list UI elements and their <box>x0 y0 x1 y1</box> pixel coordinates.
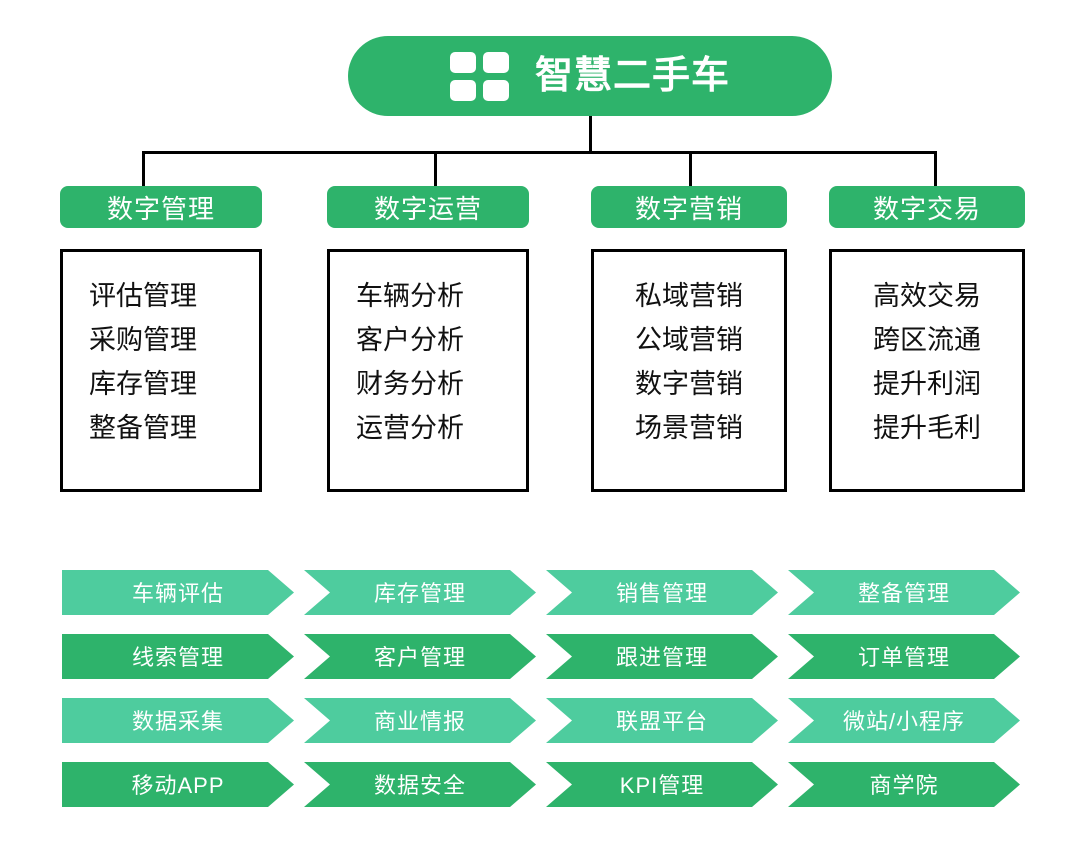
diagram-title-text: 智慧二手车 <box>534 55 730 97</box>
flow-step[interactable]: 线索管理 <box>62 634 294 679</box>
grid-square-top-right <box>482 51 509 73</box>
branch-item[interactable]: 私域营销 <box>635 281 743 311</box>
flow-step[interactable]: 数据安全 <box>304 762 536 807</box>
branch-header-1[interactable]: 数字管理 <box>60 186 262 228</box>
connector-drop-1 <box>142 151 145 188</box>
flow-step-label: 整备管理 <box>857 580 950 606</box>
branch-item[interactable]: 提升毛利 <box>873 413 981 443</box>
branch-item[interactable]: 评估管理 <box>89 281 197 311</box>
connector-drop-2 <box>434 151 437 188</box>
branch-item[interactable]: 客户分析 <box>356 325 464 355</box>
flow-step-label: 联盟平台 <box>615 708 708 734</box>
branch-item[interactable]: 高效交易 <box>873 281 981 311</box>
branch-column-1: 数字管理 评估管理 采购管理 库存管理 整备管理 <box>60 186 262 492</box>
flow-step-label: KPI管理 <box>619 772 705 798</box>
flow-step[interactable]: 客户管理 <box>304 634 536 679</box>
connector-trunk-vertical <box>589 116 592 154</box>
flow-step-label: 微站/小程序 <box>842 708 966 734</box>
flow-row-2: 线索管理 客户管理 跟进管理 订单管理 <box>62 634 1020 679</box>
flow-step-label: 数据采集 <box>131 708 224 734</box>
branch-item[interactable]: 跨区流通 <box>873 325 981 355</box>
flow-step[interactable]: 商学院 <box>788 762 1020 807</box>
flow-step-label: 商学院 <box>869 772 939 798</box>
branch-item[interactable]: 公域营销 <box>635 325 743 355</box>
branch-item[interactable]: 提升利润 <box>873 369 981 399</box>
flow-step-label: 商业情报 <box>373 708 466 734</box>
flow-step[interactable]: 微站/小程序 <box>788 698 1020 743</box>
flow-step-label: 订单管理 <box>857 644 950 670</box>
branch-item[interactable]: 场景营销 <box>635 413 743 443</box>
flow-step[interactable]: 订单管理 <box>788 634 1020 679</box>
flow-step-label: 库存管理 <box>373 580 466 606</box>
branch-header-4[interactable]: 数字交易 <box>829 186 1025 228</box>
branch-column-3: 数字营销 私域营销 公域营销 数字营销 场景营销 <box>591 186 787 492</box>
branch-column-2: 数字运营 车辆分析 客户分析 财务分析 运营分析 <box>327 186 529 492</box>
branch-item[interactable]: 运营分析 <box>356 413 464 443</box>
grid-square-bottom-left <box>449 79 476 101</box>
diagram-title-pill: 智慧二手车 <box>348 36 832 116</box>
connector-bus-horizontal <box>142 151 937 154</box>
flow-step[interactable]: 整备管理 <box>788 570 1020 615</box>
flow-row-4: 移动APP 数据安全 KPI管理 商学院 <box>62 762 1020 807</box>
connector-drop-3 <box>689 151 692 188</box>
flow-step[interactable]: 跟进管理 <box>546 634 778 679</box>
branch-item[interactable]: 财务分析 <box>356 369 464 399</box>
connector-drop-4 <box>934 151 937 188</box>
flow-step[interactable]: 移动APP <box>62 762 294 807</box>
grid-square-top-left <box>449 51 476 73</box>
branch-box-2: 车辆分析 客户分析 财务分析 运营分析 <box>327 249 529 492</box>
branch-item[interactable]: 数字营销 <box>635 369 743 399</box>
flow-step[interactable]: 联盟平台 <box>546 698 778 743</box>
flow-row-3: 数据采集 商业情报 联盟平台 微站/小程序 <box>62 698 1020 743</box>
branch-item[interactable]: 库存管理 <box>89 369 197 399</box>
branch-header-2[interactable]: 数字运营 <box>327 186 529 228</box>
flow-step[interactable]: 销售管理 <box>546 570 778 615</box>
branch-item[interactable]: 采购管理 <box>89 325 197 355</box>
branch-item[interactable]: 整备管理 <box>89 413 197 443</box>
branch-box-1: 评估管理 采购管理 库存管理 整备管理 <box>60 249 262 492</box>
branch-box-3: 私域营销 公域营销 数字营销 场景营销 <box>591 249 787 492</box>
flow-step-label: 跟进管理 <box>615 644 708 670</box>
flow-step[interactable]: 商业情报 <box>304 698 536 743</box>
flow-step-label: 车辆评估 <box>131 580 224 606</box>
flow-step[interactable]: 数据采集 <box>62 698 294 743</box>
branch-box-4: 高效交易 跨区流通 提升利润 提升毛利 <box>829 249 1025 492</box>
flow-step-label: 移动APP <box>131 772 225 798</box>
flow-step-label: 销售管理 <box>615 580 708 606</box>
grid-four-squares-icon <box>449 51 509 101</box>
branch-column-4: 数字交易 高效交易 跨区流通 提升利润 提升毛利 <box>829 186 1025 492</box>
branch-item[interactable]: 车辆分析 <box>356 281 464 311</box>
flow-step[interactable]: KPI管理 <box>546 762 778 807</box>
flow-step[interactable]: 车辆评估 <box>62 570 294 615</box>
flow-step-label: 客户管理 <box>373 644 466 670</box>
process-flow: 车辆评估 库存管理 销售管理 整备管理 线索管理 客户管理 跟进管理 <box>62 570 1020 807</box>
flow-step-label: 数据安全 <box>373 772 466 798</box>
grid-square-bottom-right <box>482 79 509 101</box>
flow-step-label: 线索管理 <box>131 644 224 670</box>
branch-header-3[interactable]: 数字营销 <box>591 186 787 228</box>
flow-step[interactable]: 库存管理 <box>304 570 536 615</box>
flow-row-1: 车辆评估 库存管理 销售管理 整备管理 <box>62 570 1020 615</box>
